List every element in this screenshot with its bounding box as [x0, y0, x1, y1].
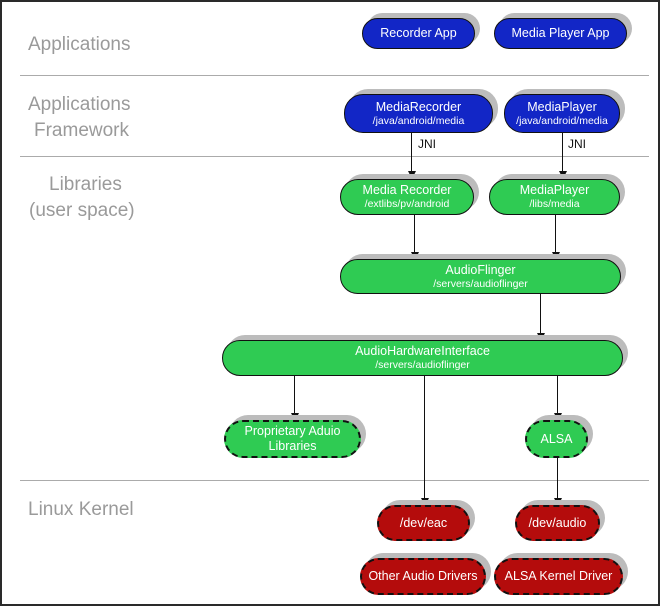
divider-framework-libraries	[20, 156, 649, 157]
edge-label-jni-right: JNI	[568, 137, 586, 151]
node-label: MediaPlayer	[519, 183, 590, 198]
connector-audioflinger-ahi	[536, 294, 545, 341]
connector-alsa-dev-audio	[553, 458, 562, 506]
node-label: Media Player App	[511, 26, 610, 41]
edge-label-jni-left: JNI	[418, 137, 436, 151]
layer-label-framework-line1: Applications	[28, 94, 131, 115]
connector-mediarecorder-jni	[407, 133, 416, 179]
connector-ahi-proprietary	[290, 376, 299, 421]
node-recorder-app: Recorder App	[362, 18, 475, 49]
node-label: /dev/audio	[528, 515, 587, 530]
node-media-player-framework: MediaPlayer /java/android/media	[504, 94, 620, 133]
node-label: AudioHardwareInterface	[355, 344, 490, 359]
node-label: ALSA Kernel Driver	[504, 569, 613, 584]
node-dev-audio: /dev/audio	[515, 505, 600, 541]
node-label: MediaPlayer	[527, 99, 597, 114]
node-label: AudioFlinger	[445, 262, 516, 277]
node-label: Media Recorder	[362, 183, 452, 198]
node-path: /servers/audioflinger	[433, 277, 528, 290]
connector-mediaplayer-jni	[558, 133, 567, 179]
node-label: MediaRecorder	[375, 99, 462, 114]
node-label: /dev/eac	[399, 515, 448, 530]
node-media-recorder-framework: MediaRecorder /java/android/media	[344, 94, 493, 133]
node-path: /libs/media	[529, 198, 580, 211]
node-alsa-kernel-driver: ALSA Kernel Driver	[494, 558, 623, 595]
layer-label-applications: Applications	[28, 34, 131, 55]
layer-label-framework-line2: Framework	[34, 120, 130, 141]
connector-ahi-alsa	[553, 376, 562, 421]
node-path: /java/android/media	[516, 114, 608, 127]
divider-applications-framework	[20, 75, 649, 76]
node-media-player-lib: MediaPlayer /libs/media	[489, 179, 620, 215]
node-proprietary-audio-libraries: Proprietary Aduio Libraries	[224, 420, 361, 458]
node-path: /servers/audioflinger	[375, 359, 470, 372]
layer-label-libraries-line2: (user space)	[29, 200, 135, 221]
divider-libraries-kernel	[20, 480, 649, 481]
connector-mediarecorder-audioflinger	[410, 215, 419, 260]
node-media-recorder-lib: Media Recorder /extlibs/pv/android	[340, 179, 474, 215]
layer-label-linux-kernel: Linux Kernel	[28, 499, 134, 520]
node-label-line1: Proprietary Aduio	[244, 424, 341, 439]
node-label-line2: Libraries	[268, 439, 317, 453]
node-other-audio-drivers: Other Audio Drivers	[360, 558, 486, 595]
connector-ahi-dev-eac	[420, 376, 429, 506]
node-path: /java/android/media	[372, 114, 465, 127]
node-dev-eac: /dev/eac	[377, 505, 470, 541]
layer-label-libraries: Libraries (user space)	[29, 172, 135, 224]
node-audio-hardware-interface: AudioHardwareInterface /servers/audiofli…	[222, 340, 623, 376]
node-label: Recorder App	[380, 26, 457, 41]
node-media-player-app: Media Player App	[494, 18, 627, 49]
connector-mediaplayer-audioflinger	[551, 215, 560, 260]
layer-label-libraries-line1: Libraries	[49, 174, 122, 195]
node-audioflinger: AudioFlinger /servers/audioflinger	[340, 259, 621, 294]
node-alsa: ALSA	[525, 420, 588, 458]
node-label: ALSA	[540, 431, 573, 446]
node-path: /extlibs/pv/android	[364, 198, 450, 211]
node-label: Other Audio Drivers	[368, 569, 478, 584]
